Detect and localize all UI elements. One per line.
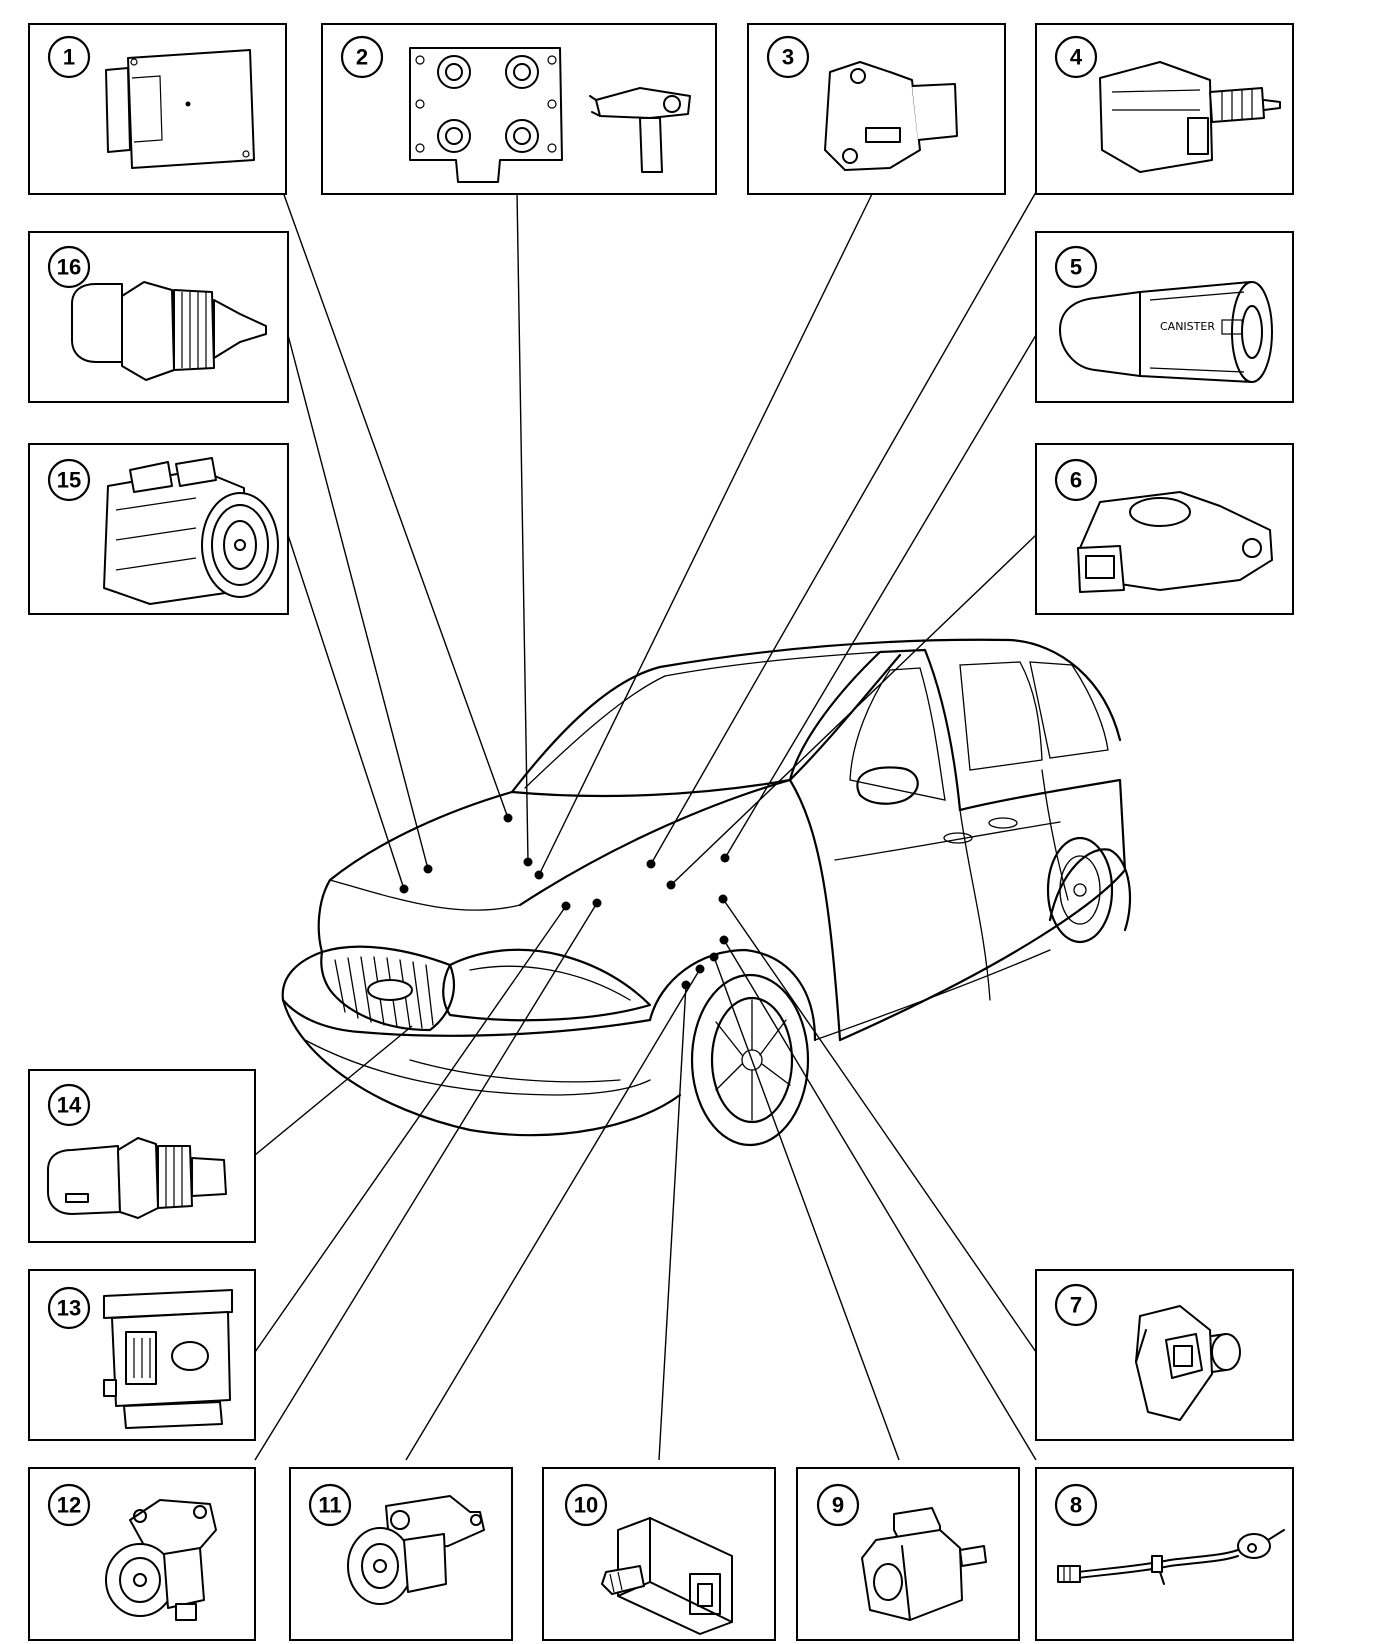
component-box-13[interactable]: 13 [28, 1269, 256, 1441]
callout-badge-12: 12 [47, 1483, 91, 1527]
component-box-15[interactable]: 15 [28, 443, 289, 615]
callout-number: 1 [63, 45, 75, 70]
leader-3 [538, 191, 874, 876]
leader-11 [405, 968, 701, 1461]
callout-number: 12 [57, 1493, 81, 1518]
minivan-illustration [281, 638, 1132, 1147]
leader-2 [516, 191, 529, 863]
component-box-8[interactable]: 8 [1035, 1467, 1294, 1641]
callout-badge-13: 13 [47, 1286, 91, 1330]
component-box-9[interactable]: 9 [796, 1467, 1020, 1641]
callout-number: 8 [1070, 1493, 1082, 1518]
callout-badge-15: 15 [47, 458, 91, 502]
leader-13 [254, 905, 567, 1353]
leader-14 [254, 1025, 413, 1156]
purge-solenoid-icon [105, 1499, 217, 1621]
crank-sensor-icon [589, 87, 691, 173]
callout-number: 14 [57, 1093, 82, 1118]
callout-number: 7 [1070, 1293, 1082, 1318]
idle-air-control-icon [1099, 61, 1281, 173]
component-box-12[interactable]: 12 [28, 1467, 256, 1641]
leader-1 [282, 191, 509, 819]
ac-compressor-icon [103, 457, 279, 605]
callout-badge-8: 8 [1054, 1483, 1098, 1527]
callout-number: 5 [1070, 255, 1082, 280]
callout-badge-10: 10 [564, 1483, 608, 1527]
leader-5 [724, 334, 1037, 859]
leader-16 [287, 334, 429, 870]
callout-number: 3 [782, 45, 794, 70]
callout-badge-16: 16 [47, 245, 91, 289]
component-box-16[interactable]: 16 [28, 231, 289, 403]
component-box-5[interactable]: 5 CANISTER [1035, 231, 1294, 403]
callout-badge-2: 2 [340, 35, 384, 79]
callout-number: 10 [574, 1493, 598, 1518]
callout-badge-9: 9 [816, 1483, 860, 1527]
component-box-7[interactable]: 7 [1035, 1269, 1294, 1441]
coolant-temperature-sensor-icon [71, 281, 267, 381]
throttle-position-sensor-icon [824, 61, 958, 171]
location-dots [399, 813, 730, 990]
component-box-6[interactable]: 6 [1035, 443, 1294, 615]
canister-vent-solenoid-icon: CANISTER [1059, 281, 1273, 383]
callout-badge-11: 11 [308, 1483, 352, 1527]
callout-number: 9 [832, 1493, 844, 1518]
mass-air-flow-sensor-icon [103, 1289, 233, 1429]
component-box-10[interactable]: 10 [542, 1467, 776, 1641]
callout-badge-14: 14 [47, 1083, 91, 1127]
component-box-2[interactable]: 2 [321, 23, 717, 195]
leader-7 [722, 898, 1037, 1353]
control-module-icon [105, 49, 255, 169]
leader-8 [723, 939, 1037, 1461]
callout-number: 4 [1070, 45, 1083, 70]
callout-badge-4: 4 [1054, 35, 1098, 79]
callout-number: 16 [57, 255, 81, 280]
canister-label-text: CANISTER [1160, 320, 1215, 333]
solenoid-valve-icon [347, 1495, 485, 1605]
component-box-4[interactable]: 4 [1035, 23, 1294, 195]
temperature-sensor-icon [47, 1137, 227, 1219]
callout-badge-3: 3 [766, 35, 810, 79]
egr-vacuum-regulator-icon [861, 1507, 987, 1621]
component-box-14[interactable]: 14 [28, 1069, 256, 1243]
range-sensor-icon [1077, 491, 1273, 593]
callout-number: 15 [57, 468, 81, 493]
component-box-3[interactable]: 3 [747, 23, 1006, 195]
leader-9 [713, 956, 900, 1461]
callout-number: 2 [356, 45, 368, 70]
leader-lines [254, 191, 1037, 1461]
wire-harness-sensor-icon [1057, 1529, 1285, 1585]
leader-4 [650, 191, 1037, 865]
leader-10 [658, 984, 687, 1461]
callout-number: 11 [318, 1493, 341, 1518]
callout-badge-1: 1 [47, 35, 91, 79]
ignition-coil-icon [409, 47, 563, 183]
callout-badge-7: 7 [1054, 1283, 1098, 1327]
callout-number: 6 [1070, 468, 1082, 493]
camshaft-position-sensor-icon [1135, 1305, 1241, 1421]
callout-number: 13 [57, 1296, 81, 1321]
component-box-11[interactable]: 11 [289, 1467, 513, 1641]
connector-sensor-icon [601, 1517, 733, 1635]
component-box-1[interactable]: 1 [28, 23, 287, 195]
callout-badge-6: 6 [1054, 458, 1098, 502]
callout-badge-5: 5 [1054, 245, 1098, 289]
leader-15 [287, 534, 405, 890]
leader-12 [254, 902, 598, 1461]
